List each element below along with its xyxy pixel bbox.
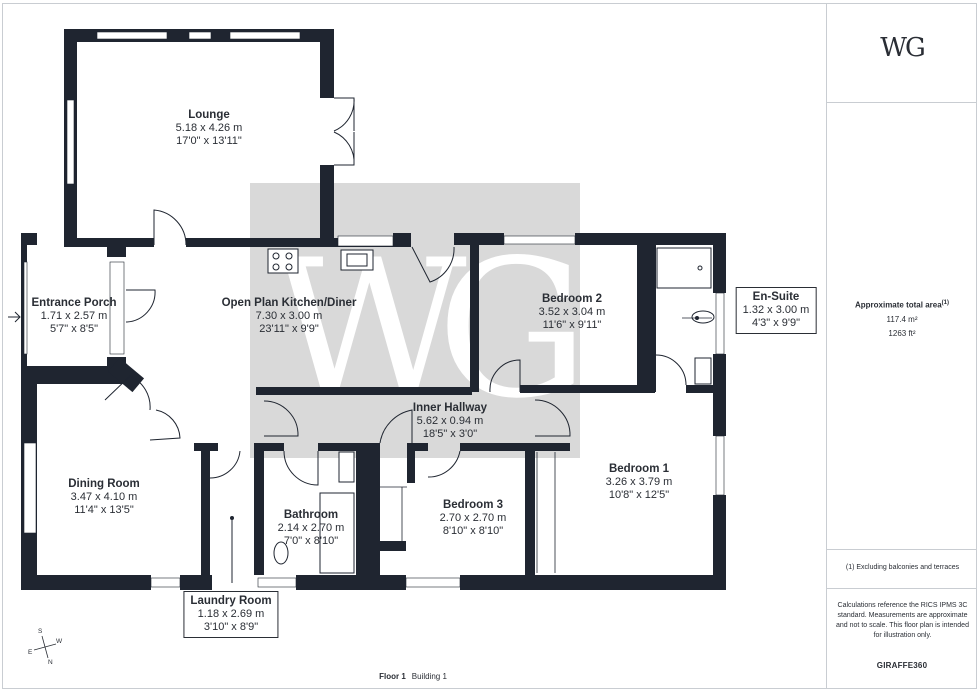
entry-arrow-icon bbox=[8, 311, 21, 323]
hob-icon bbox=[267, 248, 299, 274]
windows bbox=[23, 31, 725, 588]
floor-plan: WG bbox=[8, 29, 726, 590]
toilet-icon bbox=[691, 310, 715, 324]
watermark-panel bbox=[250, 183, 580, 458]
excluding-note: (1) Excluding balconies and terraces bbox=[845, 564, 960, 571]
brand-logo: WG bbox=[880, 33, 926, 63]
shower-icon bbox=[656, 247, 712, 289]
bath-icon bbox=[319, 492, 355, 574]
sidebar: WG Approximate total area(1) 117.4 m² 12… bbox=[826, 3, 977, 689]
bath-basin-icon bbox=[338, 451, 355, 483]
compass-icon: S W E N bbox=[28, 628, 63, 666]
bathroom-toilet-icon bbox=[273, 541, 289, 565]
wardrobes bbox=[380, 452, 556, 573]
total-area: Approximate total area(1) 117.4 m² 1263 … bbox=[854, 300, 950, 338]
provider-logo: GIRAFFE360 bbox=[876, 661, 928, 670]
basin-icon bbox=[694, 357, 712, 385]
door-swings bbox=[104, 97, 687, 583]
disclaimer: Calculations reference the RICS IPMS 3C … bbox=[836, 602, 969, 639]
watermark-logo: WG bbox=[271, 219, 573, 440]
fixtures bbox=[267, 247, 715, 574]
plan-frame bbox=[2, 3, 977, 689]
